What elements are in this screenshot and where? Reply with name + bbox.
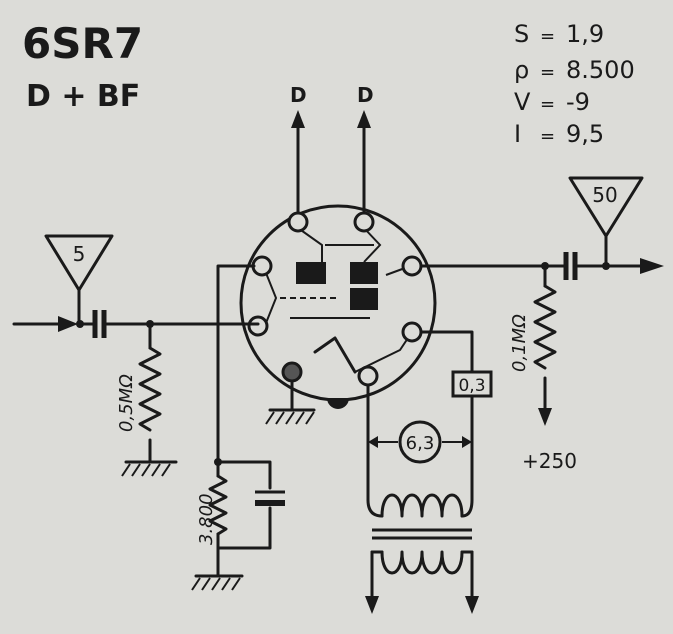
- spec-block: S = 1,9 ρ = 8.500 V = -9 I = 9,5: [514, 20, 635, 148]
- pin: [247, 315, 269, 337]
- tube-electrodes: [263, 227, 411, 374]
- spec-symbol: ρ: [514, 56, 529, 84]
- pin: [287, 211, 309, 233]
- secondary-winding: [380, 550, 464, 575]
- heater-voltage-circle: [398, 420, 442, 464]
- level-triangle: [44, 234, 114, 292]
- input-level-indicator: 5: [44, 234, 114, 326]
- spec-symbol: I: [514, 120, 521, 148]
- winding-lead: [460, 498, 474, 518]
- pin-ground: [265, 379, 316, 425]
- grid-resistor: [138, 346, 162, 432]
- pin: [401, 255, 423, 277]
- diode-outputs: D D: [290, 83, 374, 217]
- arrow-up-icon: [357, 110, 371, 128]
- primary-winding: [380, 493, 464, 518]
- spec-equals: =: [540, 26, 555, 47]
- heater-current-label: 0,3: [458, 376, 485, 396]
- bypass-wire: [216, 460, 272, 490]
- secondary-lead: [370, 550, 474, 602]
- heater-voltage-label: 6,3: [406, 433, 435, 454]
- bypass-wire: [216, 506, 272, 550]
- tube-envelope: [239, 204, 437, 402]
- spec-value: 8.500: [566, 56, 635, 84]
- plate-resistor-label: 0,1MΩ: [509, 314, 530, 372]
- grid-resistor-label: 0,5MΩ: [116, 374, 137, 432]
- spec-value: 1,9: [566, 20, 604, 48]
- ground-icon: [265, 411, 315, 425]
- input-circuit: 0,5MΩ: [12, 310, 260, 477]
- output-level-label: 50: [592, 183, 617, 207]
- spec-symbol: S: [514, 20, 529, 48]
- level-triangle: [568, 176, 644, 238]
- spec-equals: =: [540, 94, 555, 115]
- tube-key: [327, 398, 349, 409]
- pin: [281, 361, 303, 383]
- output-circuit: 50 0,1MΩ +250: [419, 176, 664, 473]
- diode-plate-b: [350, 262, 378, 284]
- diode-plate-a: [296, 262, 326, 284]
- bypass-capacitor-plate: [255, 500, 285, 506]
- spec-equals: =: [540, 126, 555, 147]
- heater-transformer: [365, 493, 479, 614]
- internal-lead: [297, 227, 323, 262]
- arrow-right-icon: [640, 258, 664, 274]
- spec-value: 9,5: [566, 120, 604, 148]
- winding-lead: [366, 498, 384, 518]
- diode-b-label: D: [357, 83, 374, 107]
- cathode-resistor: [208, 474, 228, 536]
- tube-function-label: D + BF: [26, 79, 140, 114]
- arrow-down-icon: [365, 596, 479, 614]
- ground-icon: [191, 577, 241, 591]
- pin: [357, 365, 379, 387]
- tube-type-label: 6SR7: [22, 19, 143, 68]
- pin: [401, 321, 423, 343]
- tube-pins: [247, 211, 423, 409]
- triode-plate: [350, 288, 378, 310]
- supply-voltage-label: +250: [522, 449, 577, 473]
- cathode-wire: [216, 264, 256, 464]
- internal-lead: [385, 267, 406, 276]
- grid-lead: [263, 267, 278, 329]
- heater-wire: [419, 330, 474, 374]
- transformer-core: [372, 528, 472, 540]
- diode-a-label: D: [290, 83, 307, 107]
- input-level-label: 5: [73, 242, 86, 266]
- heater-lead: [354, 334, 411, 373]
- arrow-right-icon: [58, 316, 78, 332]
- pin: [353, 211, 375, 233]
- output-capacitor: [563, 252, 578, 280]
- spec-value: -9: [566, 88, 590, 116]
- heater-circuit: 0,3 6,3: [366, 330, 493, 502]
- internal-lead: [363, 227, 382, 263]
- arrow-up-icon: [291, 110, 305, 128]
- heater-filament: [313, 336, 357, 374]
- arrow-down-icon: [538, 408, 552, 426]
- plate-resistor: [533, 284, 557, 370]
- cathode-circuit: 3.800: [191, 264, 285, 591]
- ground-icon: [121, 463, 171, 477]
- cathode-resistor-label: 3.800: [196, 493, 217, 545]
- spec-symbol: V: [514, 88, 531, 116]
- pin: [251, 255, 273, 277]
- spec-equals: =: [540, 62, 555, 83]
